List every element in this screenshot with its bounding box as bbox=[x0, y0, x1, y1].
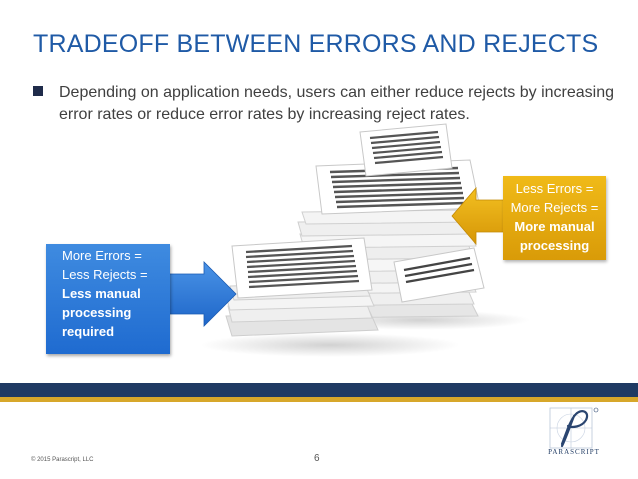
paper-stack-small bbox=[225, 237, 379, 337]
callout-line: More manual bbox=[514, 219, 595, 234]
callout-line: required bbox=[62, 324, 115, 339]
callout-line: Less manual bbox=[62, 286, 141, 301]
copyright-text: © 2015 Parascript, LLC bbox=[31, 457, 94, 463]
arrow-right-icon bbox=[167, 261, 237, 327]
slide-title: TRADEOFF BETWEEN ERRORS AND REJECTS bbox=[33, 30, 599, 58]
callout-line: Less Errors = bbox=[515, 181, 594, 196]
page-number: 6 bbox=[314, 453, 320, 464]
logo-wordmark: PARASCRIPT bbox=[548, 448, 600, 456]
document-stacks-illustration bbox=[167, 123, 530, 357]
footer-band-gold bbox=[0, 397, 638, 402]
bullet-text: Depending on application needs, users ca… bbox=[59, 84, 615, 123]
callout-line: processing bbox=[62, 305, 132, 320]
callout-line: processing bbox=[519, 238, 590, 253]
callout-less-errors: Less Errors = More Rejects = More manual… bbox=[503, 176, 606, 260]
callout-line: More Rejects = bbox=[510, 200, 599, 215]
arrow-left-icon bbox=[451, 186, 506, 246]
callout-line: Less Rejects = bbox=[62, 267, 148, 282]
parascript-logo-icon bbox=[549, 407, 599, 449]
callout-line: More Errors = bbox=[62, 248, 142, 263]
callout-more-errors: More Errors = Less Rejects = Less manual… bbox=[46, 244, 170, 354]
square-bullet-icon bbox=[33, 86, 43, 96]
footer-band-dark bbox=[0, 383, 638, 397]
